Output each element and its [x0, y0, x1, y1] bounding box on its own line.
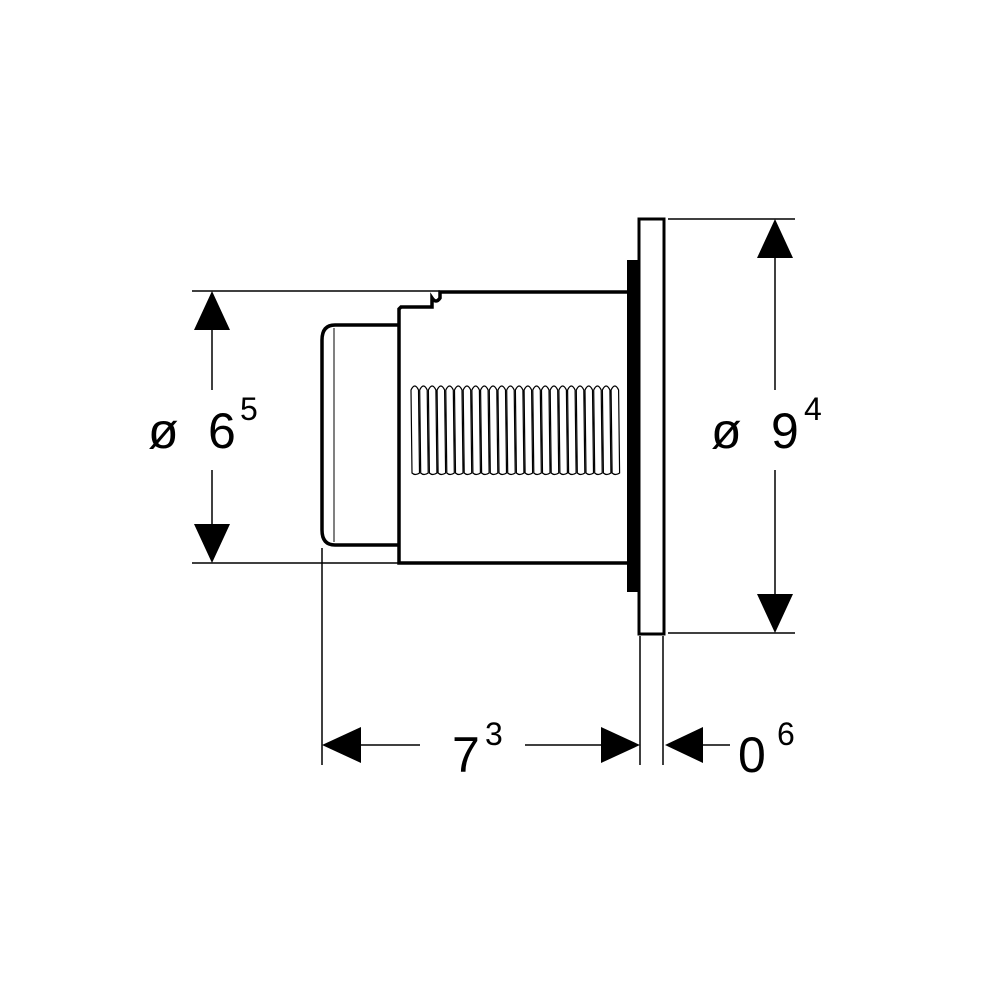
thread-groove: [453, 385, 464, 476]
thread-groove: [410, 385, 421, 476]
thread-groove: [471, 385, 482, 476]
arrow-left-icon: [665, 727, 703, 763]
thread-groove: [584, 385, 595, 476]
gasket: [627, 260, 638, 592]
mounting-plate: [637, 217, 666, 636]
thread-groove: [506, 385, 516, 476]
svg-text:7: 7: [452, 727, 480, 783]
arrow-down-icon: [757, 594, 793, 633]
thread-groove: [549, 385, 560, 476]
thread-groove: [479, 385, 490, 476]
thread-groove: [540, 385, 551, 476]
thread-groove: [558, 385, 569, 476]
front-cap: [320, 323, 400, 547]
thread-groove: [497, 385, 508, 476]
thread-groove: [436, 385, 447, 476]
thread: [410, 385, 621, 476]
arrow-down-icon: [194, 524, 230, 563]
svg-text:6: 6: [208, 403, 236, 459]
dimension-lines: [192, 218, 795, 765]
thread-groove: [427, 385, 438, 476]
svg-text:ø: ø: [711, 403, 742, 459]
thread-groove: [462, 385, 473, 476]
svg-text:0: 0: [738, 727, 766, 783]
thread-groove: [610, 385, 621, 476]
body: [397, 290, 628, 565]
svg-text:6: 6: [777, 716, 795, 752]
thread-groove: [601, 385, 612, 476]
thread-groove: [419, 385, 429, 476]
svg-text:5: 5: [240, 391, 258, 427]
thread-groove: [445, 385, 455, 476]
thread-groove: [532, 385, 542, 476]
svg-text:ø: ø: [148, 403, 179, 459]
arrow-up-icon: [757, 219, 793, 258]
thread-groove: [575, 385, 586, 476]
svg-text:4: 4: [804, 391, 822, 427]
thread-groove: [488, 385, 499, 476]
svg-text:3: 3: [485, 716, 503, 752]
thread-groove: [593, 385, 603, 476]
thread-groove: [523, 385, 534, 476]
svg-text:9: 9: [771, 403, 799, 459]
label-depth: 7 3: [452, 716, 503, 783]
label-small-diameter: ø 6 5: [148, 391, 258, 459]
arrow-up-icon: [194, 291, 230, 330]
arrow-right-icon: [601, 727, 640, 763]
label-large-diameter: ø 9 4: [711, 391, 822, 459]
thread-groove: [514, 385, 525, 476]
label-plate-thickness: 0 6: [738, 716, 795, 783]
arrow-left-icon: [322, 727, 361, 763]
thread-groove: [566, 385, 577, 476]
